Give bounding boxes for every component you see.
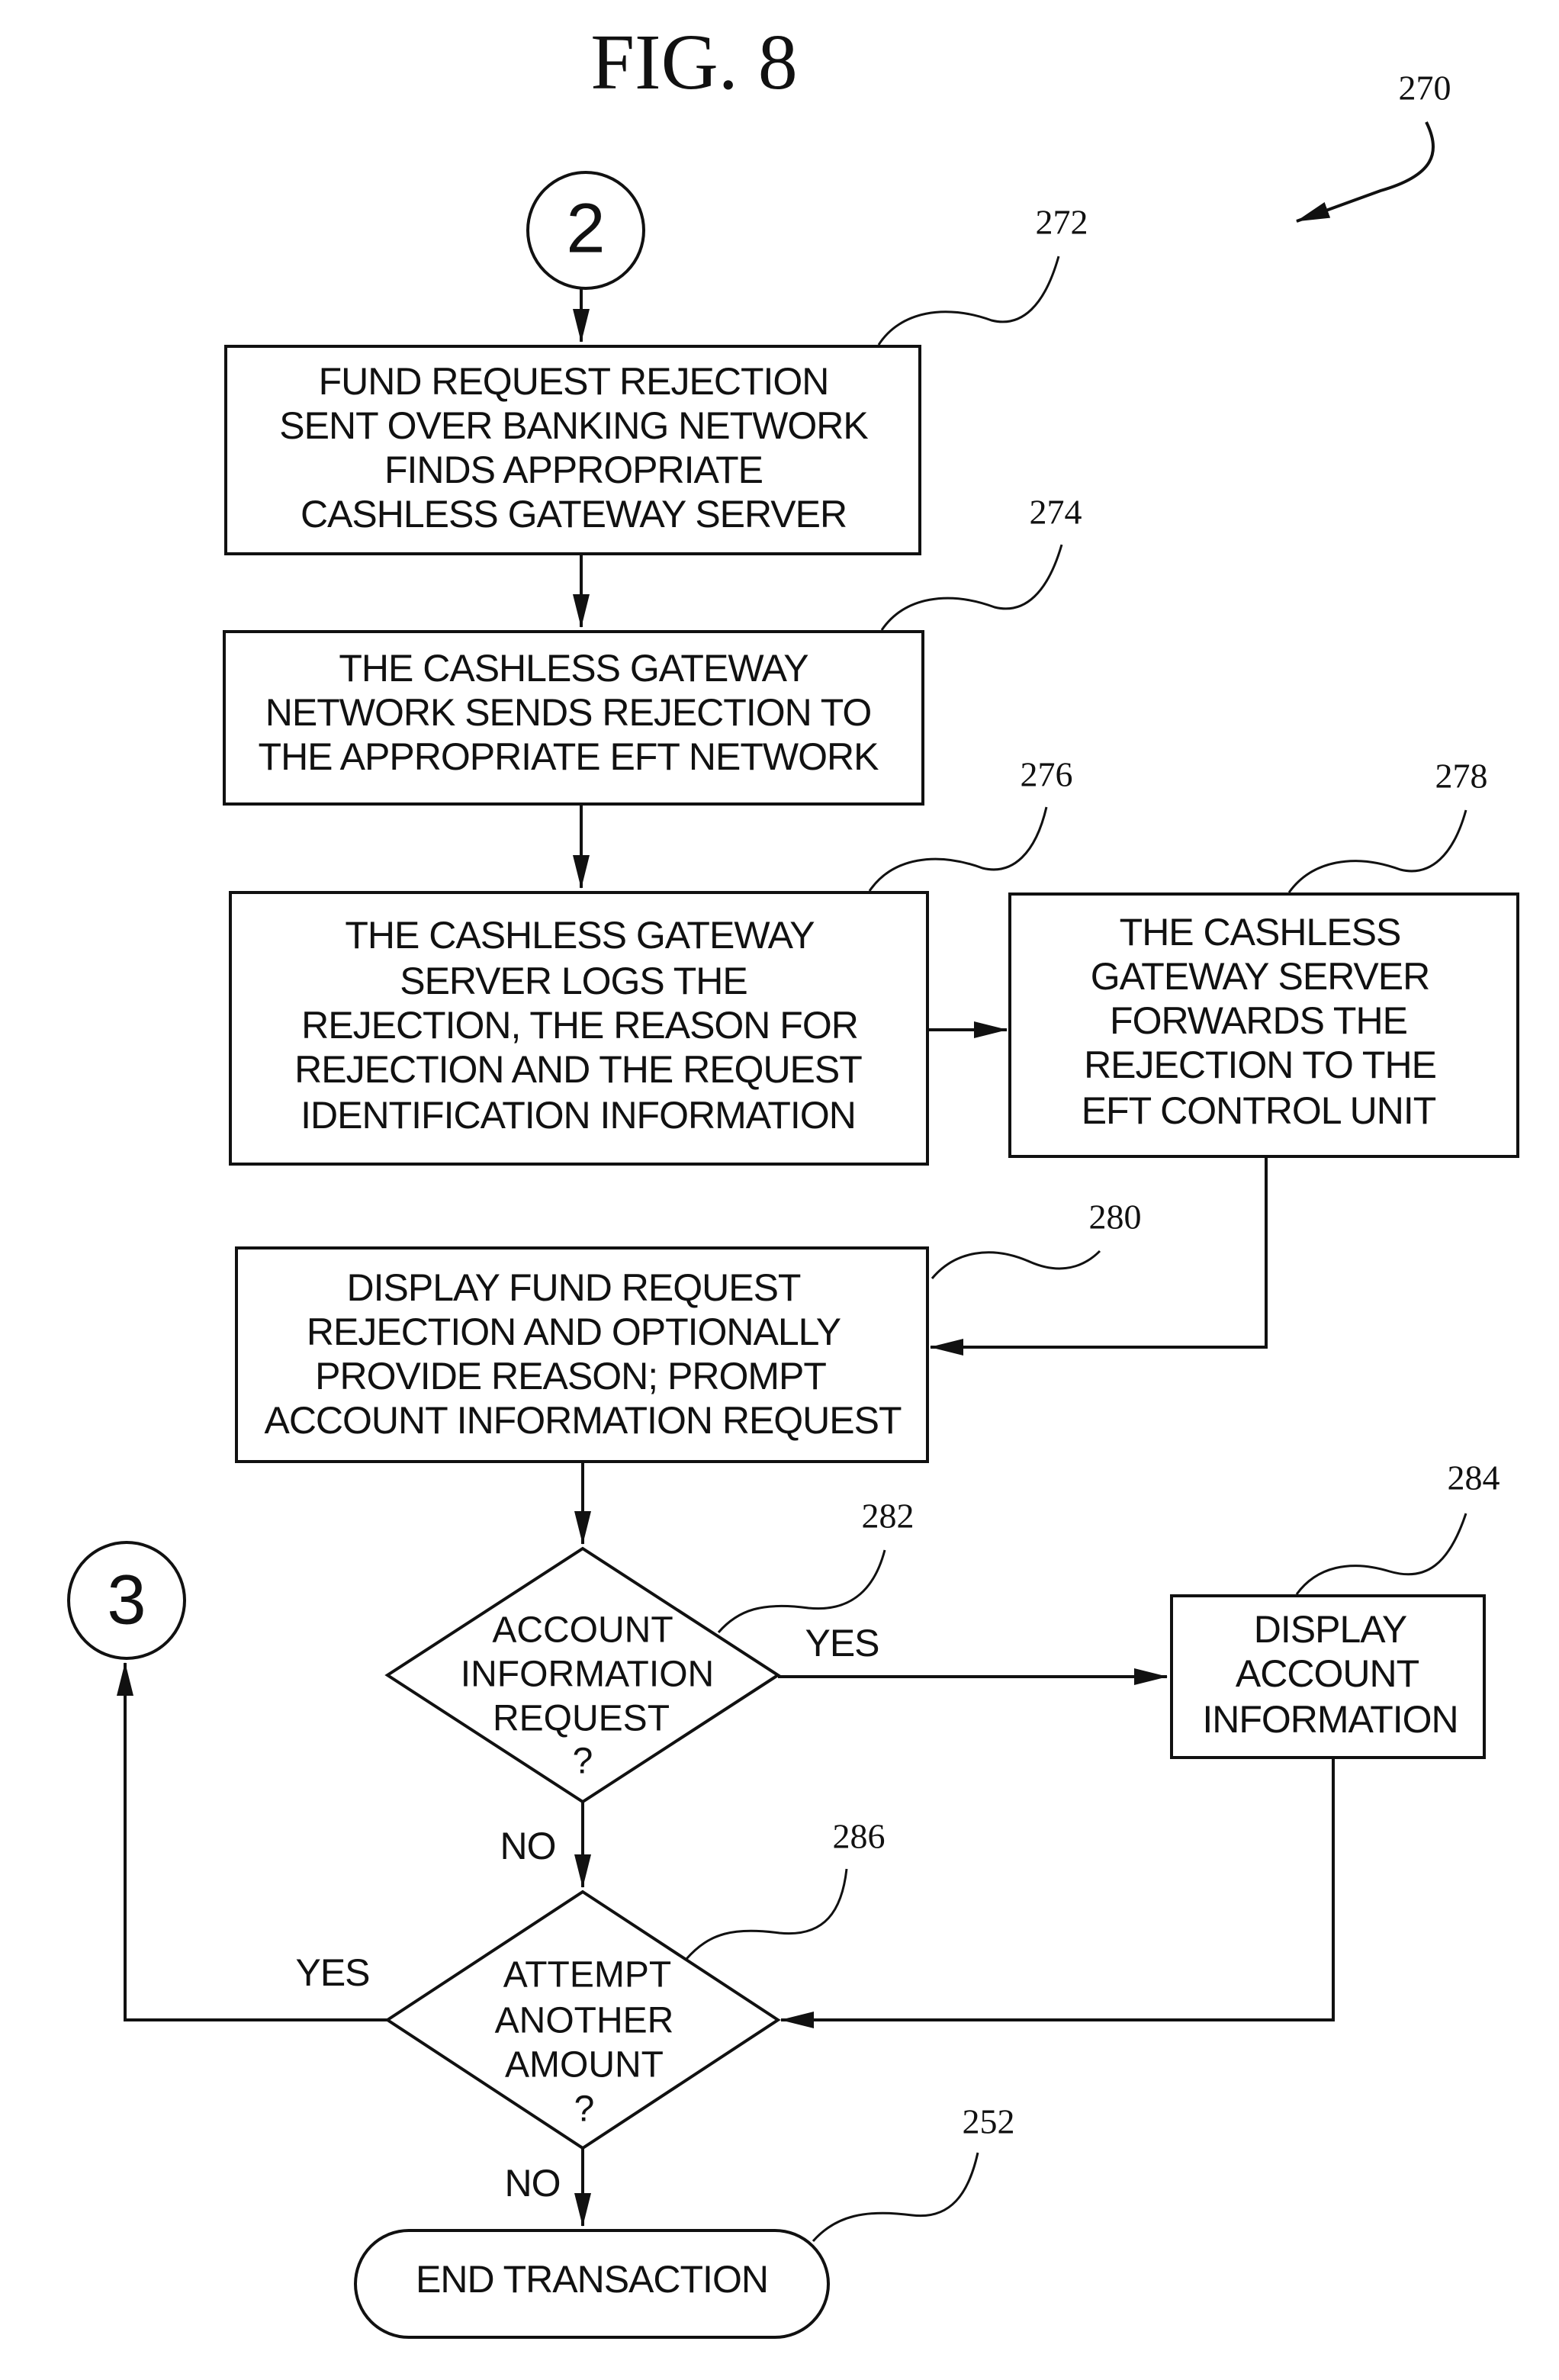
svg-text:FORWARDS THE: FORWARDS THE	[1110, 999, 1407, 1042]
svg-text:INFORMATION: INFORMATION	[461, 1655, 714, 1695]
svg-text:REJECTION AND OPTIONALLY: REJECTION AND OPTIONALLY	[307, 1311, 841, 1353]
step-282-ref: 282	[862, 1497, 915, 1536]
step-286-ref: 286	[833, 1817, 886, 1856]
step-274-box: THE CASHLESS GATEWAY NETWORK SENDS REJEC…	[224, 632, 923, 804]
svg-text:NETWORK SENDS REJECTION TO: NETWORK SENDS REJECTION TO	[265, 691, 871, 734]
svg-text:THE CASHLESS GATEWAY: THE CASHLESS GATEWAY	[345, 914, 815, 957]
svg-text:REJECTION, THE REASON FOR: REJECTION, THE REASON FOR	[301, 1004, 858, 1047]
step-276-ref: 276	[1021, 755, 1073, 794]
terminal-end-transaction: END TRANSACTION	[355, 2230, 828, 2337]
svg-text:THE CASHLESS GATEWAY: THE CASHLESS GATEWAY	[339, 647, 808, 690]
svg-text:ANOTHER: ANOTHER	[495, 2001, 674, 2041]
svg-text:REQUEST: REQUEST	[493, 1699, 670, 1739]
figure-ref-label: 270	[1399, 69, 1451, 108]
leader-284	[1297, 1513, 1466, 1594]
svg-text:DISPLAY: DISPLAY	[1254, 1608, 1407, 1651]
step-274-ref: 274	[1030, 493, 1082, 532]
svg-text:AMOUNT: AMOUNT	[505, 2045, 664, 2086]
svg-text:INFORMATION: INFORMATION	[1202, 1698, 1458, 1741]
svg-text:DISPLAY FUND REQUEST: DISPLAY FUND REQUEST	[347, 1266, 801, 1309]
step-252-ref: 252	[963, 2102, 1015, 2141]
svg-text:THE CASHLESS: THE CASHLESS	[1120, 911, 1401, 954]
branch-286-yes: YES	[295, 1951, 369, 1994]
svg-text:FUND REQUEST REJECTION: FUND REQUEST REJECTION	[319, 360, 829, 403]
arrow-284-to-286	[781, 1758, 1333, 2020]
exit-connector: 3	[69, 1542, 185, 1658]
leader-252	[813, 2153, 978, 2241]
svg-text:SENT OVER BANKING NETWORK: SENT OVER BANKING NETWORK	[279, 404, 868, 447]
svg-text:3: 3	[107, 1561, 146, 1639]
svg-text:ACCOUNT: ACCOUNT	[1236, 1652, 1419, 1695]
leader-272	[879, 256, 1059, 345]
leader-276	[870, 807, 1046, 891]
decision-282: ACCOUNT INFORMATION REQUEST ?	[387, 1549, 778, 1802]
branch-286-no: NO	[505, 2162, 561, 2205]
svg-text:FINDS APPROPRIATE: FINDS APPROPRIATE	[384, 449, 763, 491]
figure-title: FIG. 8	[590, 18, 798, 106]
svg-text:SERVER LOGS THE: SERVER LOGS THE	[400, 960, 747, 1002]
svg-text:IDENTIFICATION INFORMATION: IDENTIFICATION INFORMATION	[301, 1094, 856, 1137]
svg-text:END TRANSACTION: END TRANSACTION	[416, 2258, 768, 2301]
leader-282	[718, 1550, 885, 1632]
figure-ref-arrow	[1297, 122, 1433, 221]
leader-280	[932, 1251, 1100, 1278]
svg-text:?: ?	[574, 2089, 595, 2130]
svg-text:THE APPROPRIATE EFT NETWORK: THE APPROPRIATE EFT NETWORK	[259, 735, 879, 778]
svg-text:REJECTION AND THE REQUEST: REJECTION AND THE REQUEST	[294, 1048, 862, 1091]
svg-text:ACCOUNT INFORMATION REQUEST: ACCOUNT INFORMATION REQUEST	[264, 1399, 902, 1442]
step-278-ref: 278	[1435, 757, 1488, 796]
svg-text:ATTEMPT: ATTEMPT	[503, 1955, 671, 1996]
step-284-ref: 284	[1448, 1459, 1500, 1497]
svg-text:2: 2	[566, 189, 605, 267]
step-280-box: DISPLAY FUND REQUEST REJECTION AND OPTIO…	[236, 1248, 927, 1462]
svg-text:GATEWAY SERVER: GATEWAY SERVER	[1091, 955, 1429, 998]
decision-286: ATTEMPT ANOTHER AMOUNT ?	[387, 1892, 778, 2148]
step-280-ref: 280	[1089, 1198, 1142, 1237]
svg-text:EFT CONTROL UNIT: EFT CONTROL UNIT	[1082, 1089, 1436, 1132]
leader-286	[686, 1869, 847, 1959]
step-272-box: FUND REQUEST REJECTION SENT OVER BANKING…	[226, 346, 920, 554]
leader-278	[1289, 810, 1466, 892]
svg-text:PROVIDE REASON; PROMPT: PROVIDE REASON; PROMPT	[315, 1355, 826, 1397]
svg-text:?: ?	[573, 1742, 593, 1782]
svg-text:CASHLESS GATEWAY SERVER: CASHLESS GATEWAY SERVER	[301, 493, 847, 536]
branch-282-yes: YES	[805, 1622, 879, 1664]
step-272-ref: 272	[1036, 203, 1088, 242]
branch-282-no: NO	[500, 1825, 556, 1867]
leader-274	[882, 545, 1062, 630]
start-connector: 2	[528, 172, 644, 288]
svg-text:REJECTION TO THE: REJECTION TO THE	[1084, 1044, 1436, 1086]
svg-text:ACCOUNT: ACCOUNT	[492, 1610, 673, 1651]
step-276-box: THE CASHLESS GATEWAY SERVER LOGS THE REJ…	[230, 892, 927, 1164]
step-284-box: DISPLAY ACCOUNT INFORMATION	[1172, 1596, 1484, 1758]
step-278-box: THE CASHLESS GATEWAY SERVER FORWARDS THE…	[1010, 894, 1518, 1156]
